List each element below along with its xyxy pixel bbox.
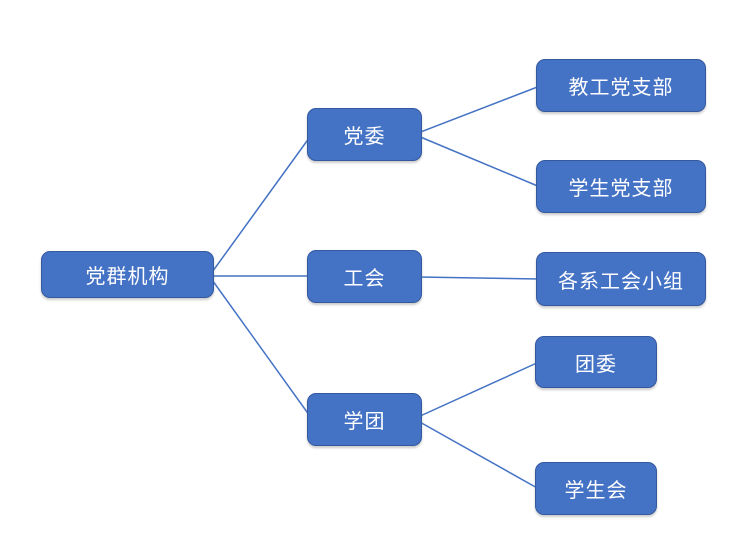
node-youth-league-committee: 团委 xyxy=(535,336,657,388)
node-party-mass-organizations: 党群机构 xyxy=(41,251,214,298)
node-label: 教工党支部 xyxy=(568,77,674,99)
connector-gonghui-gexi xyxy=(417,276,541,280)
connector-dangwei-jiaogong xyxy=(417,85,541,134)
node-labor-union: 工会 xyxy=(307,250,422,303)
node-label: 学生会 xyxy=(564,480,628,502)
node-student-union: 学生会 xyxy=(535,462,657,515)
node-faculty-party-branch: 教工党支部 xyxy=(536,59,706,112)
node-label: 党委 xyxy=(343,126,386,148)
connector-root-dangwei xyxy=(209,133,313,276)
connector-root-xuetuan xyxy=(209,276,313,420)
node-label: 党群机构 xyxy=(85,266,170,288)
node-party-committee: 党委 xyxy=(307,108,422,161)
connector-xuetuan-tuanwei xyxy=(417,361,540,418)
connector-dangwei-xsdzb xyxy=(417,135,541,188)
node-label: 学生党支部 xyxy=(568,178,674,200)
connector-xuetuan-xueshenghui xyxy=(417,420,540,490)
node-student-party-branch: 学生党支部 xyxy=(536,160,706,213)
node-label: 各系工会小组 xyxy=(558,270,684,293)
node-label: 学团 xyxy=(343,411,386,433)
node-label: 工会 xyxy=(343,268,386,290)
node-department-union-groups: 各系工会小组 xyxy=(536,252,706,306)
node-label: 团委 xyxy=(575,353,617,376)
node-student-league-group: 学团 xyxy=(307,393,422,446)
